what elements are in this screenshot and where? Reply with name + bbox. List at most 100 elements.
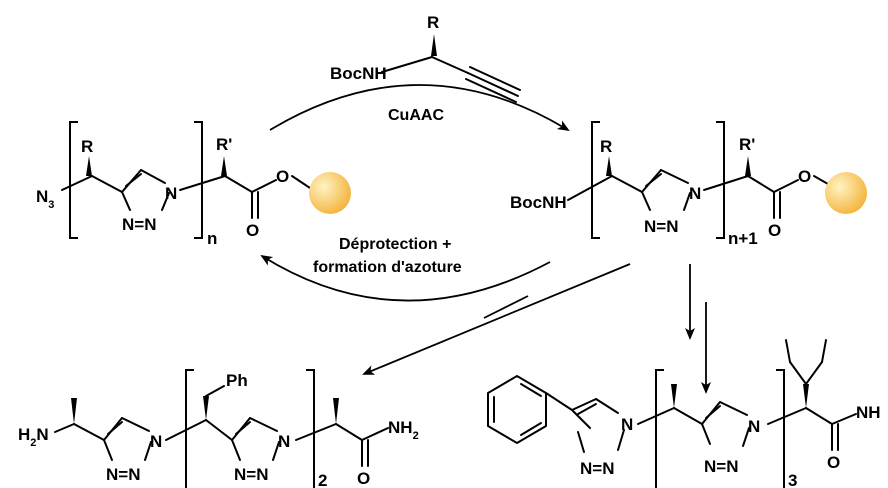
right-carbonyl-o: O [768, 221, 781, 240]
wedge-bond [431, 34, 437, 56]
bond [789, 361, 807, 385]
resin-bead [825, 172, 867, 214]
ring-bond [121, 417, 150, 432]
ring-bond [701, 423, 711, 445]
ring-double-bond [520, 383, 542, 397]
bracket [776, 369, 785, 488]
left-ring-nn: N=N [122, 215, 156, 234]
bond [637, 407, 675, 425]
bond [54, 423, 75, 433]
right-ring-nn: N=N [644, 217, 678, 236]
bracket [306, 369, 315, 488]
bond [611, 175, 643, 193]
bond [747, 175, 775, 193]
product-left-carbonyl-o: O [357, 469, 370, 488]
resin-bead [309, 172, 351, 214]
ring-bond [103, 439, 113, 461]
product-left: H2N N N=N Ph N N=N 2 O NH2 [18, 369, 419, 488]
ring-bond [742, 427, 750, 447]
wedge-bond [203, 396, 209, 420]
ring-double-bond [577, 403, 597, 415]
left-bracket-close [194, 121, 203, 239]
cuaac-label: CuAAC [388, 107, 444, 124]
right-substituent-label: R [600, 137, 612, 156]
bond [785, 339, 791, 363]
ring-double-bond [107, 421, 123, 435]
ring-bond [161, 192, 170, 211]
product-left-ring1-nn: N=N [106, 465, 140, 484]
cuaac-arrow [269, 84, 570, 132]
reagent-amine-label: BocNH [330, 64, 387, 83]
deprotection-label-line2: formation d'azoture [313, 259, 462, 276]
bond [91, 175, 123, 193]
bond [295, 423, 337, 441]
product-left-repeat: 2 [318, 471, 327, 488]
bond [165, 419, 207, 441]
wedge-bond [803, 384, 809, 408]
ring-bond [571, 398, 597, 411]
product-right-ring2-nn: N=N [704, 457, 738, 476]
bond [205, 385, 225, 397]
wedge-bond [606, 156, 612, 176]
left-side-chain-label: R' [216, 135, 232, 154]
product-right-ring2-n1: N [748, 417, 760, 436]
bond [673, 407, 703, 425]
ring-bond [617, 429, 625, 451]
ring-bond [249, 417, 278, 432]
product-right-amide: NH [856, 403, 881, 422]
ring-bond [595, 398, 619, 414]
ring-double-bond [705, 405, 721, 419]
product-right-ring1-nn: N=N [580, 459, 614, 478]
right-ring-n1: N [689, 184, 701, 203]
arrow-stroke [483, 295, 529, 319]
bracket [185, 369, 194, 488]
ring-bond [140, 169, 166, 184]
product-right-ring1-n1: N [621, 415, 633, 434]
triple-bond-center [467, 72, 519, 97]
product-right-repeat: 3 [788, 471, 797, 488]
bond [773, 179, 799, 193]
bond [291, 175, 311, 189]
product-right: N N=N N N=N 3 O NH [487, 339, 881, 488]
left-bracket [69, 121, 78, 239]
ring-bond [571, 409, 591, 429]
bond [431, 56, 469, 74]
left-carbonyl-o: O [246, 221, 259, 240]
product-left-amide: NH2 [388, 418, 419, 442]
right-repeat-label: n+1 [728, 229, 758, 248]
left-substituent-label: R [81, 137, 93, 156]
right-bracket [591, 121, 600, 239]
product-right-carbonyl-o: O [827, 453, 840, 472]
ring-bond [660, 169, 689, 184]
right-amine-label: BocNH [510, 193, 567, 212]
benzene-ring [487, 375, 547, 444]
wedge-bond [86, 156, 92, 176]
bond [831, 413, 857, 425]
product-left-ring2-n1: N [278, 432, 290, 451]
triple-bond-upper [469, 66, 521, 91]
bond [224, 175, 253, 193]
ring-double-bond [235, 421, 251, 435]
ring-double-bond [645, 173, 662, 187]
ring-double-bond [520, 422, 542, 436]
ring-bond [683, 192, 691, 211]
ring-double-bond [125, 173, 142, 187]
wedge-bond [745, 156, 751, 176]
product-left-ring2-nn: N=N [234, 465, 268, 484]
product-left-ring1-n1: N [150, 432, 162, 451]
deprotection-label-line1: Déprotection + [339, 236, 451, 253]
wedge-bond [333, 398, 339, 424]
bond [813, 175, 829, 185]
ring-bond [272, 441, 280, 461]
alkyne-reagent: R BocNH [330, 13, 521, 103]
bond [805, 361, 823, 385]
left-compound: N3 R N N=N n R' O O [36, 121, 351, 248]
left-ring-n1: N [165, 184, 177, 203]
wedge-bond [221, 156, 227, 176]
right-side-chain-label: R' [739, 135, 755, 154]
azide-label: N3 [36, 187, 54, 211]
ring-bond [231, 439, 241, 461]
bond [179, 175, 226, 191]
ring-bond [719, 401, 748, 416]
